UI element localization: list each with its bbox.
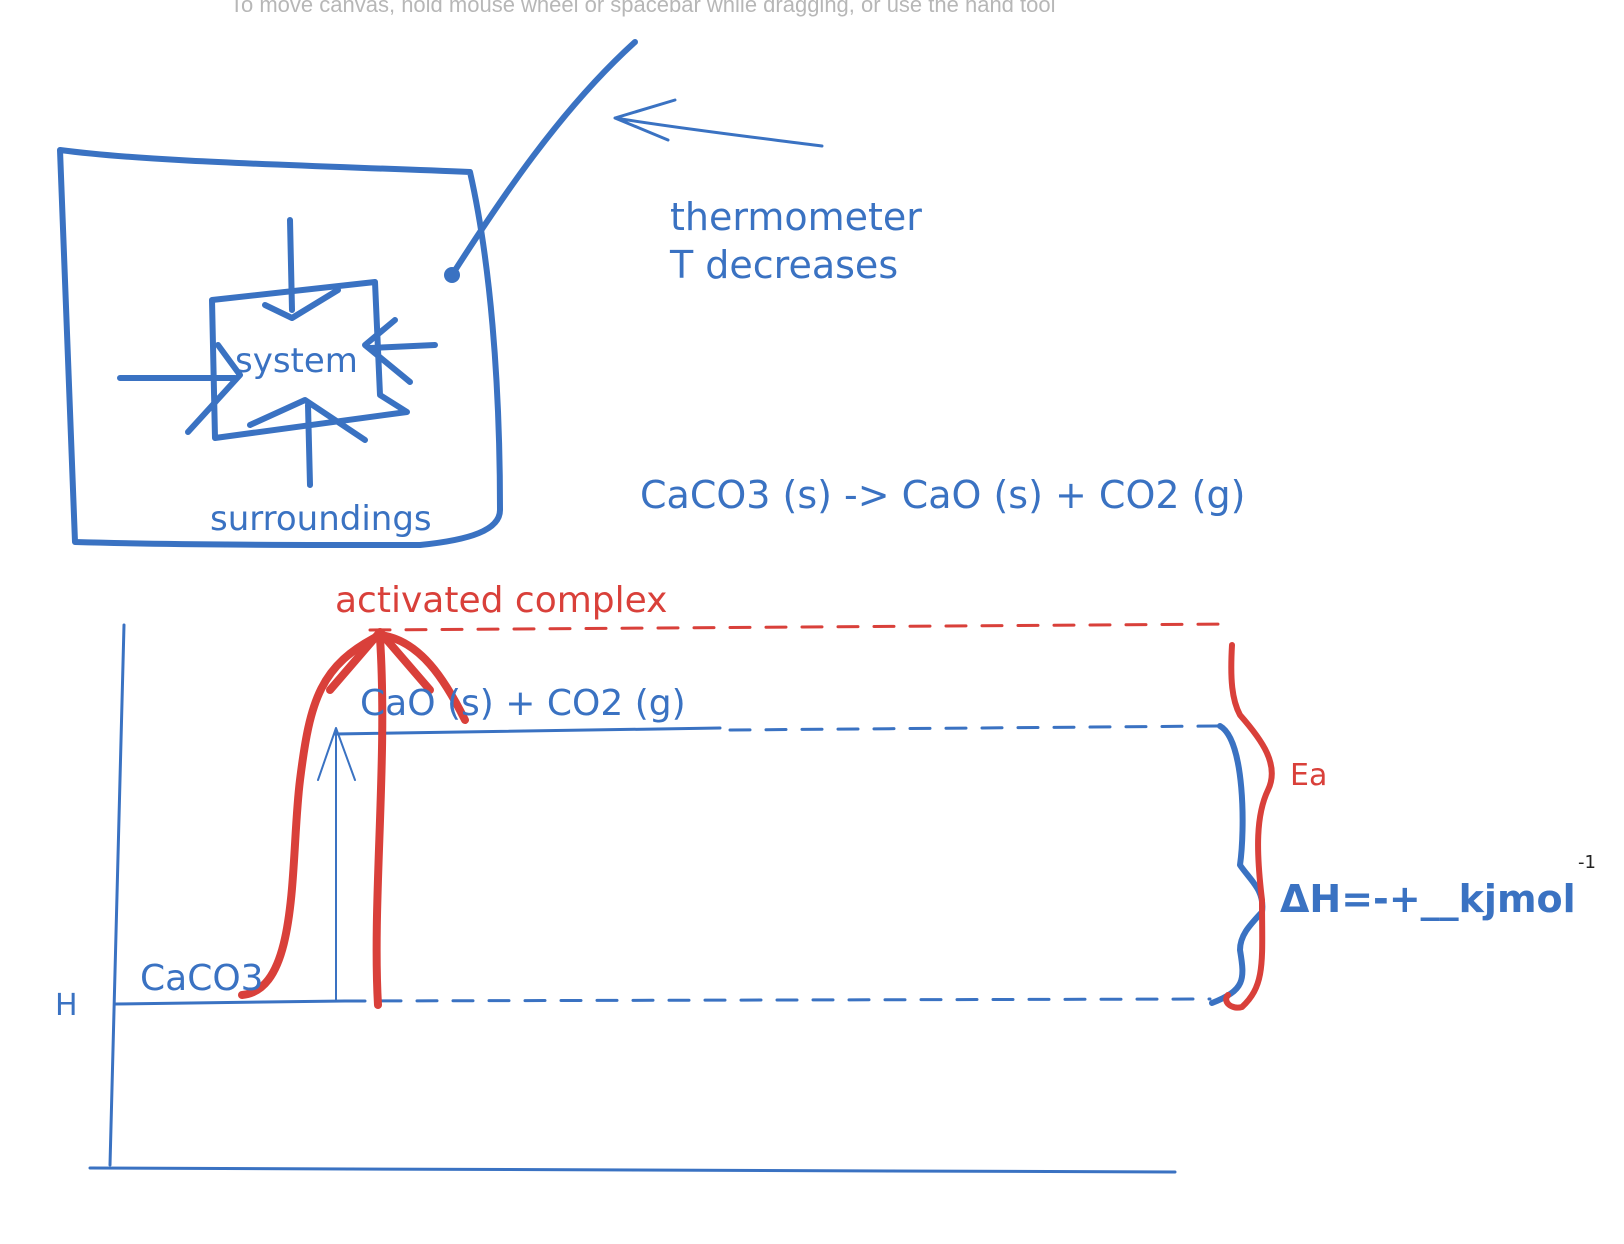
arrow-bottom [247,397,368,488]
arrow-left [117,342,243,435]
ea-label: Ea [1290,758,1327,793]
product-level-line [333,726,722,736]
y-axis [108,623,126,1167]
products-label: CaO (s) + CO2 (g) [360,683,686,724]
delta-h-brace[interactable] [1209,723,1266,1006]
enthalpy-thin-arrow [317,727,356,1002]
energy-curve[interactable] [238,631,469,999]
arrow-top [262,217,341,321]
product-dashed-line [728,724,1222,732]
thermometer-label: thermometer [670,195,922,239]
reactant-level-line [113,999,347,1006]
reaction-equation: CaCO3 (s) -> CaO (s) + CO2 (g) [640,473,1245,517]
arrow-right [362,317,438,385]
x-axis [88,1166,1177,1174]
thermometer-bulb [444,267,460,283]
canvas-hint: To move canvas, hold mouse wheel or spac… [230,0,1056,17]
thermometer-line[interactable] [449,39,638,278]
activated-complex-dashed-line [368,622,1232,632]
ea-brace[interactable] [1223,642,1275,1011]
activated-complex-label: activated complex [335,580,667,621]
surroundings-label: surroundings [210,499,432,539]
surroundings-box[interactable] [57,147,503,548]
t-decreases-label: T decreases [669,243,898,287]
system-box[interactable] [209,279,410,441]
thermometer-pointer-arrow[interactable] [613,98,824,148]
reactant-label: CaCO3 [140,958,264,999]
h-axis-label: H [55,988,78,1023]
activation-arrow[interactable] [326,628,434,1009]
system-label: system [235,341,358,381]
reactant-dashed-line [343,997,1212,1003]
delta-h-label: ΔH=-+__kjmol [1280,877,1576,921]
superscript-label: -1 [1578,852,1596,873]
